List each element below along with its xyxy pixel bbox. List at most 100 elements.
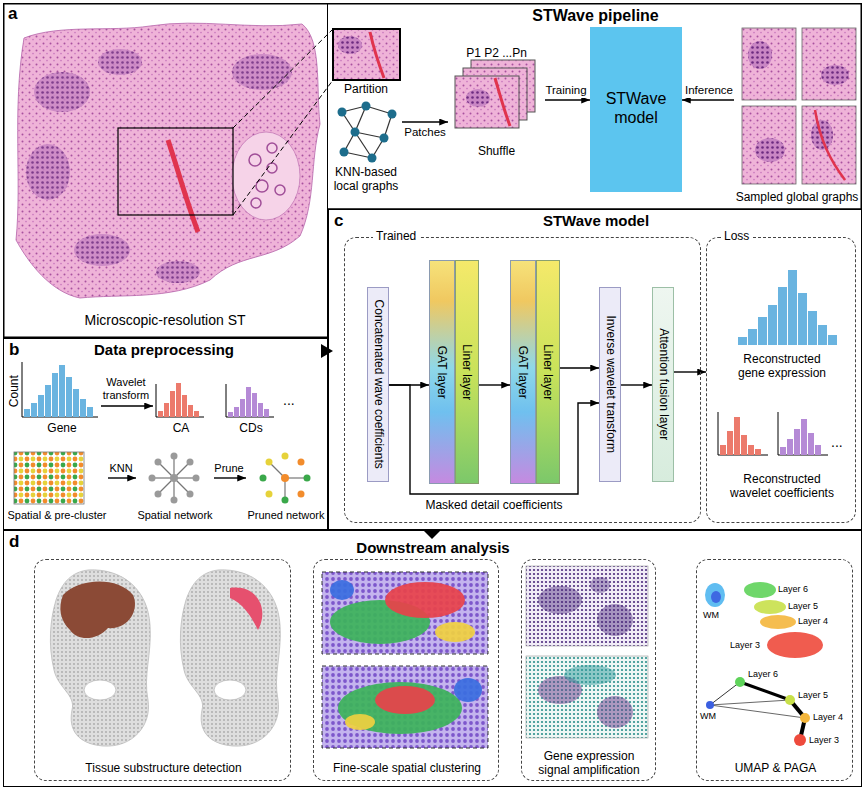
patch-images <box>455 76 519 128</box>
cluster-label: Layer 4 <box>813 712 843 723</box>
tissue-image <box>34 72 90 112</box>
edge-label: Training <box>543 84 589 98</box>
cd-histogram <box>226 384 274 417</box>
figure-caption: Reconstructed gene expression <box>732 352 832 380</box>
ca-histogram <box>188 405 193 417</box>
amplified-images <box>597 604 633 636</box>
axis-label: Count <box>7 369 21 413</box>
reconstructed-wavelet-histograms <box>755 449 761 455</box>
spatial-network <box>149 453 200 504</box>
connector-arrow <box>479 384 510 385</box>
spatial-network <box>155 491 162 498</box>
tissue-image <box>232 54 292 90</box>
ca-histogram <box>176 383 181 417</box>
connector-arrow <box>389 385 599 494</box>
figure-caption: KNN-based local graphs <box>330 165 402 193</box>
tissue-image <box>267 163 277 173</box>
spatial-network <box>170 474 178 482</box>
analysis-caption: Fine-scale spatial clustering <box>314 761 500 775</box>
analysis-caption: Tissue substructure detection <box>35 761 292 775</box>
cluster-maps <box>345 714 375 730</box>
patch-images <box>466 89 490 107</box>
panel-letter: b <box>9 340 19 360</box>
panel-title: STWave model <box>496 212 696 230</box>
layer-label: Concatenated wave coefficients <box>371 291 385 478</box>
spatial-network <box>187 491 194 498</box>
knn-graph <box>355 132 372 158</box>
tissue-image <box>275 185 285 195</box>
cluster-maps <box>322 572 488 748</box>
spatial-grid <box>14 452 84 504</box>
connector-arrow <box>560 367 599 368</box>
reconstructed-wavelet-histograms <box>808 433 814 455</box>
layer-label: Liner layer <box>460 264 474 480</box>
umap-plot <box>767 632 823 658</box>
connector-arrow <box>674 371 706 372</box>
cd-histogram <box>252 393 257 417</box>
tissue-image <box>16 23 333 298</box>
partition-image <box>338 36 362 54</box>
sampled-images <box>742 28 856 184</box>
paga-graph <box>710 700 790 705</box>
partition-image <box>333 29 400 80</box>
histogram-label: CA <box>153 421 209 435</box>
cluster-maps <box>385 582 465 618</box>
gene-histogram <box>80 399 86 417</box>
graph-figure: KNN-based local graphs <box>330 100 402 200</box>
image-caption: Microscopic-resolution ST <box>4 312 326 329</box>
cluster-label: WM <box>703 610 719 621</box>
patch-label: P1 P2 ...Pn <box>448 46 545 60</box>
reconstructed-histogram <box>738 270 837 345</box>
layer-label: Attention fusion layer <box>656 291 670 478</box>
reconstructed-wavelet-histograms <box>718 412 768 455</box>
sampled-images <box>802 28 856 100</box>
model-label: STWave model <box>590 90 682 128</box>
umap-plot <box>760 615 796 629</box>
paga-graph <box>710 682 740 705</box>
model-box: STWave model <box>590 27 682 192</box>
reconstructed-wavelet-histograms <box>741 435 747 455</box>
knn-graph <box>380 134 389 143</box>
amplified-images <box>526 566 648 646</box>
paga-graph <box>710 705 805 718</box>
sampled-images <box>748 41 772 69</box>
analysis-box: Tissue substructure detection <box>34 559 291 781</box>
tissue-image <box>74 234 130 266</box>
connector-arrow <box>101 405 153 406</box>
layer-bar: Liner layer <box>455 260 479 484</box>
connector-arrow <box>621 384 652 385</box>
sampled-images <box>802 106 856 184</box>
sampled-images <box>742 28 796 100</box>
image-panel: Microscopic-resolution ST <box>3 3 328 338</box>
tissue-image <box>267 143 277 153</box>
layer-label: GAT layer <box>435 264 449 480</box>
ca-histogram <box>170 391 175 417</box>
ca-histogram <box>182 395 187 417</box>
embryo-sections <box>50 570 150 746</box>
reconstructed-wavelet-histograms <box>734 417 740 455</box>
pruned-network <box>282 497 289 504</box>
cluster-maps <box>454 678 482 702</box>
cluster-label: Layer 3 <box>809 735 839 746</box>
paga-graph <box>706 701 714 709</box>
image-caption: Partition <box>330 82 402 96</box>
cluster-label: WM <box>700 711 716 722</box>
amplified-images <box>526 566 648 738</box>
reconstructed-wavelet-histograms <box>780 419 821 455</box>
layer-bar: GAT layer <box>510 260 536 484</box>
cluster-maps <box>322 572 488 654</box>
umap-plot <box>744 582 776 598</box>
cluster-maps <box>375 686 435 714</box>
spatial-network <box>171 453 178 460</box>
connector-arrow <box>214 477 246 478</box>
cluster-label: Layer 3 <box>730 640 760 651</box>
paga-graph <box>794 734 806 746</box>
gene-histogram <box>24 365 93 417</box>
amplified-images <box>564 665 616 685</box>
embryo-sections <box>50 570 150 746</box>
cluster-label: Layer 5 <box>798 690 828 701</box>
cd-histogram <box>240 399 245 417</box>
embryo-sections <box>180 570 280 746</box>
layer-bar: Liner layer <box>536 260 560 484</box>
paga-graph <box>706 677 810 746</box>
